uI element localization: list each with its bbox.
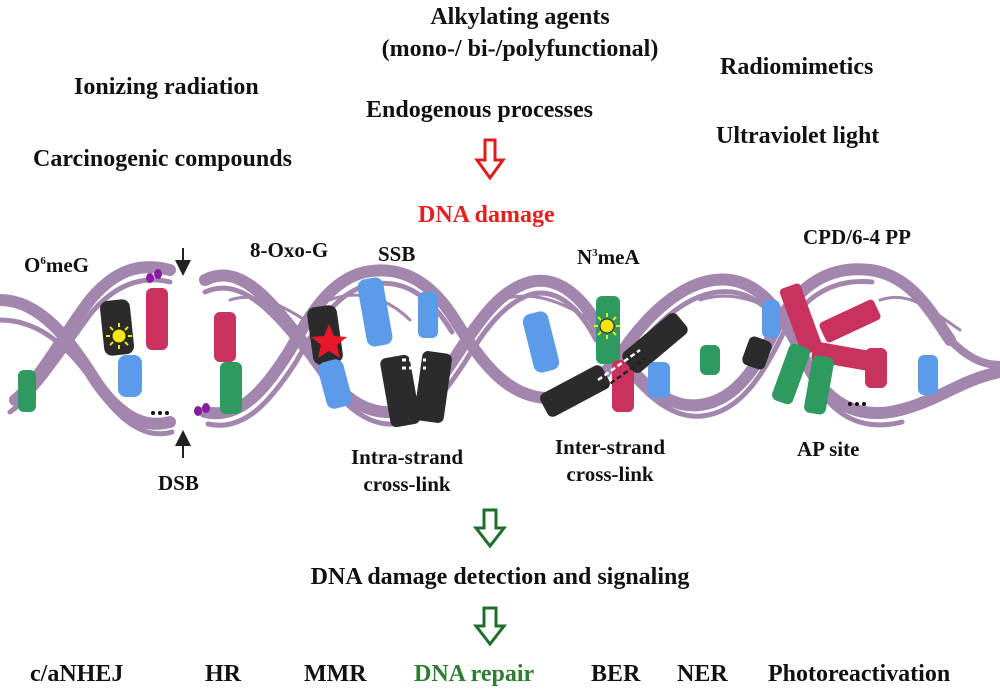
ber-label: BER bbox=[591, 661, 641, 687]
ionizing-radiation-label: Ionizing radiation bbox=[74, 74, 259, 100]
endogenous-processes-label: Endogenous processes bbox=[366, 97, 593, 123]
o6meg-label: O6meG bbox=[24, 253, 89, 277]
inter-strand-label: Inter-strand bbox=[554, 435, 666, 459]
base-inter-2 bbox=[622, 312, 688, 374]
cpd-label: CPD/6-4 PP bbox=[803, 225, 911, 249]
dna-damage-title: DNA damage bbox=[418, 202, 555, 228]
base-blue bbox=[118, 355, 142, 397]
ellipsis-dots bbox=[151, 402, 866, 415]
base-blue-3 bbox=[318, 359, 352, 409]
radiomimetics-label: Radiomimetics bbox=[720, 54, 874, 80]
oxo-g-label: 8-Oxo-G bbox=[250, 238, 329, 262]
base-blue-7 bbox=[648, 362, 670, 398]
sun-icon bbox=[106, 323, 132, 349]
base-green bbox=[18, 370, 36, 412]
base-blue-9 bbox=[918, 355, 938, 395]
base-intra-1 bbox=[380, 354, 421, 428]
dna-repair-label: DNA repair bbox=[414, 661, 535, 687]
ner-label: NER bbox=[677, 661, 728, 687]
base-red-2 bbox=[214, 312, 236, 362]
base-blue-5 bbox=[418, 292, 438, 338]
arrow-down-green-icon-2 bbox=[472, 606, 508, 647]
base-inter-1 bbox=[540, 365, 610, 417]
arrow-down-green-icon bbox=[472, 508, 508, 549]
base-blue-8 bbox=[762, 300, 780, 338]
base-cpd-1 bbox=[779, 283, 823, 355]
ultraviolet-light-label: Ultraviolet light bbox=[716, 123, 880, 149]
ssb-label: SSB bbox=[378, 242, 416, 266]
detection-signaling-label: DNA damage detection and signaling bbox=[310, 564, 690, 590]
dsb-label: DSB bbox=[158, 471, 199, 495]
n3mea-label: N3meA bbox=[577, 245, 640, 269]
intra-strand-label-2: cross-link bbox=[363, 472, 451, 496]
base-red bbox=[146, 288, 168, 350]
hr-label: HR bbox=[205, 661, 241, 687]
arrow-down-red-icon bbox=[474, 138, 506, 181]
base-blue-6 bbox=[522, 311, 560, 373]
base-green-9 bbox=[804, 355, 834, 415]
mmr-label: MMR bbox=[304, 661, 367, 687]
base-pairs bbox=[18, 277, 938, 428]
base-o6meg bbox=[100, 299, 135, 356]
star-icon bbox=[311, 324, 347, 358]
photoreactivation-label: Photoreactivation bbox=[768, 661, 951, 687]
carcinogenic-compounds-label: Carcinogenic compounds bbox=[33, 146, 292, 172]
alkylating-agents-label: Alkylating agents bbox=[430, 4, 610, 30]
base-black-8 bbox=[742, 336, 772, 370]
base-red-6 bbox=[612, 360, 634, 412]
inter-strand-label-2: cross-link bbox=[566, 462, 654, 486]
base-green-7 bbox=[700, 345, 720, 375]
canhej-label: c/aNHEJ bbox=[30, 661, 124, 687]
ap-site-label: AP site bbox=[797, 437, 860, 461]
base-green-2 bbox=[220, 362, 242, 414]
base-green-8 bbox=[772, 343, 810, 405]
base-cpd-2 bbox=[819, 299, 881, 343]
alkylating-agents-subtitle: (mono-/ bi-/polyfunctional) bbox=[381, 36, 659, 62]
break-dots bbox=[146, 269, 210, 416]
sun-icon-2 bbox=[594, 313, 620, 339]
intra-strand-label: Intra-strand bbox=[350, 445, 464, 469]
base-blue-4 bbox=[357, 277, 393, 347]
base-red-9 bbox=[865, 348, 887, 388]
